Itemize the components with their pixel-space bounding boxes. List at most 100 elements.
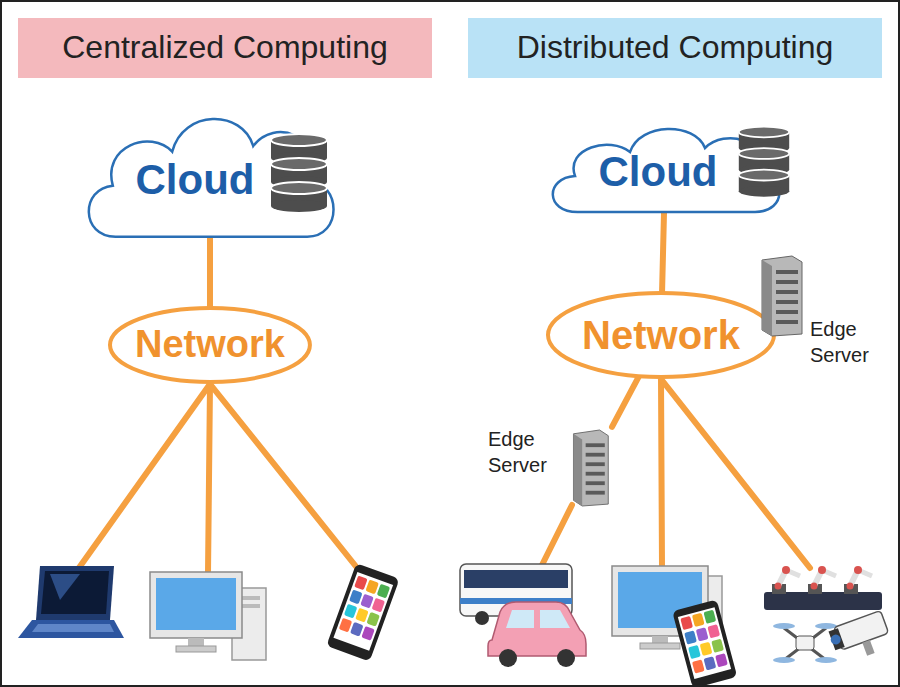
database-icon-part bbox=[739, 186, 789, 197]
robot-arm-icon bbox=[764, 566, 882, 610]
drone-icon-part bbox=[796, 636, 814, 650]
device-wires-part bbox=[661, 379, 662, 566]
camera-icon-part bbox=[829, 633, 842, 646]
server-icon-part bbox=[586, 443, 605, 447]
desktop-icon-part bbox=[150, 572, 242, 638]
database-icon-part bbox=[739, 148, 789, 159]
car-icon-part bbox=[506, 610, 570, 628]
network-outline-part bbox=[548, 293, 774, 377]
database-icon-part bbox=[271, 158, 327, 170]
smartphone-icon-part-part bbox=[707, 624, 720, 638]
drone-icon-part bbox=[773, 623, 795, 629]
cloud-shape: Cloud bbox=[540, 112, 790, 232]
database-icon bbox=[737, 122, 791, 194]
smartphone-icon-part-part bbox=[692, 613, 705, 627]
smartphone-icon-part bbox=[326, 563, 399, 661]
cloud-label: Cloud bbox=[599, 149, 718, 195]
smartphone-icon-part-part bbox=[372, 598, 386, 613]
desktop-icon-part bbox=[156, 578, 236, 630]
database-icon-part bbox=[271, 182, 327, 194]
robot-arm-icon-part bbox=[764, 592, 882, 610]
edge-server-label: Edge Server bbox=[810, 316, 869, 368]
smartphone-icon-part-part bbox=[692, 659, 705, 673]
device-wires bbox=[76, 379, 810, 574]
server-icon-part bbox=[586, 462, 605, 466]
device-wires-part bbox=[76, 384, 210, 572]
drone-icon-part bbox=[773, 657, 795, 663]
bus-icon-part bbox=[475, 611, 489, 625]
database-icon bbox=[268, 130, 330, 208]
robot-arm-icon-part-part bbox=[818, 566, 826, 574]
smartphone-icon-part-part bbox=[680, 616, 693, 630]
smartphone-icon-part-part bbox=[715, 653, 728, 667]
car-icon-part bbox=[499, 649, 517, 667]
smartphone-icon-part-part bbox=[361, 626, 375, 641]
server-icon-part bbox=[776, 300, 798, 304]
laptop-icon-part bbox=[41, 571, 109, 614]
header-text: Centralized Computing bbox=[62, 30, 388, 65]
robot-arm-icon-part-part bbox=[811, 583, 818, 590]
car-icon-part bbox=[488, 602, 586, 656]
camera-icon-part bbox=[862, 640, 874, 656]
database-icon-part bbox=[271, 134, 327, 146]
header-text: Distributed Computing bbox=[517, 30, 834, 65]
header-band: Centralized Computing bbox=[18, 18, 432, 78]
drone-icon-part bbox=[784, 628, 826, 660]
smartphone-icon-part-part bbox=[366, 612, 380, 627]
device-wires-part bbox=[541, 505, 572, 567]
robot-arm-icon-part-part bbox=[854, 566, 862, 574]
laptop-icon-part bbox=[36, 566, 114, 620]
cloud-label: Cloud bbox=[136, 157, 255, 203]
network-label: Network bbox=[135, 324, 285, 366]
network-outline-part bbox=[110, 308, 310, 382]
server-icon-part bbox=[776, 320, 798, 324]
server-icon-part bbox=[586, 472, 605, 476]
database-icon-part bbox=[739, 127, 789, 138]
server-icon-part bbox=[586, 481, 605, 485]
smartphone-icon-part-part bbox=[703, 610, 716, 624]
laptop-icon bbox=[18, 566, 124, 638]
drone-icon-part bbox=[815, 657, 837, 663]
server-icon-part bbox=[586, 491, 605, 495]
bus-icon-part bbox=[464, 570, 568, 588]
server-icon bbox=[570, 430, 610, 506]
smartphone-icon-part-part bbox=[344, 604, 358, 619]
connector-line bbox=[612, 376, 639, 427]
laptop-icon-part bbox=[50, 574, 80, 600]
laptop-icon-part bbox=[32, 624, 114, 632]
smartphone-icon-part-part bbox=[339, 618, 353, 633]
device-wires-part bbox=[208, 384, 210, 574]
smartphone-icon-part-part bbox=[360, 594, 374, 609]
smartphone-icon-part-part bbox=[365, 580, 379, 595]
smartphone-icon-part bbox=[680, 610, 728, 674]
drone-icon-part bbox=[815, 623, 837, 629]
server-icon-part bbox=[776, 280, 798, 284]
smartphone-icon-part-part bbox=[711, 639, 724, 653]
smartphone-icon-part-part bbox=[696, 627, 709, 641]
camera-icon bbox=[827, 611, 894, 666]
device-wires-part bbox=[210, 384, 362, 574]
drone-icon-part bbox=[784, 628, 826, 660]
server-icon-part bbox=[573, 430, 608, 506]
robot-arm-icon-part-part bbox=[782, 566, 790, 574]
drone-icon bbox=[773, 623, 837, 663]
connector-line bbox=[207, 237, 213, 308]
server-icon bbox=[758, 256, 804, 336]
database-icon-part bbox=[739, 170, 789, 181]
desktop-icon-part bbox=[640, 643, 680, 649]
network-ellipse: Network bbox=[107, 305, 313, 385]
server-icon-part bbox=[762, 256, 802, 336]
server-icon-part bbox=[573, 434, 582, 506]
smartphone-icon bbox=[326, 563, 399, 661]
smartphone-icon-part bbox=[672, 599, 737, 687]
smartphone-icon bbox=[672, 599, 737, 687]
connector-line bbox=[662, 212, 664, 293]
robot-arm-icon-part-part bbox=[847, 583, 854, 590]
server-icon-part bbox=[762, 260, 772, 336]
server-icon-part bbox=[776, 310, 798, 314]
car-icon-part bbox=[557, 649, 575, 667]
edge-server-label: Edge Server bbox=[488, 426, 547, 478]
database-icon-part bbox=[271, 200, 327, 212]
network-label: Network bbox=[582, 313, 740, 357]
